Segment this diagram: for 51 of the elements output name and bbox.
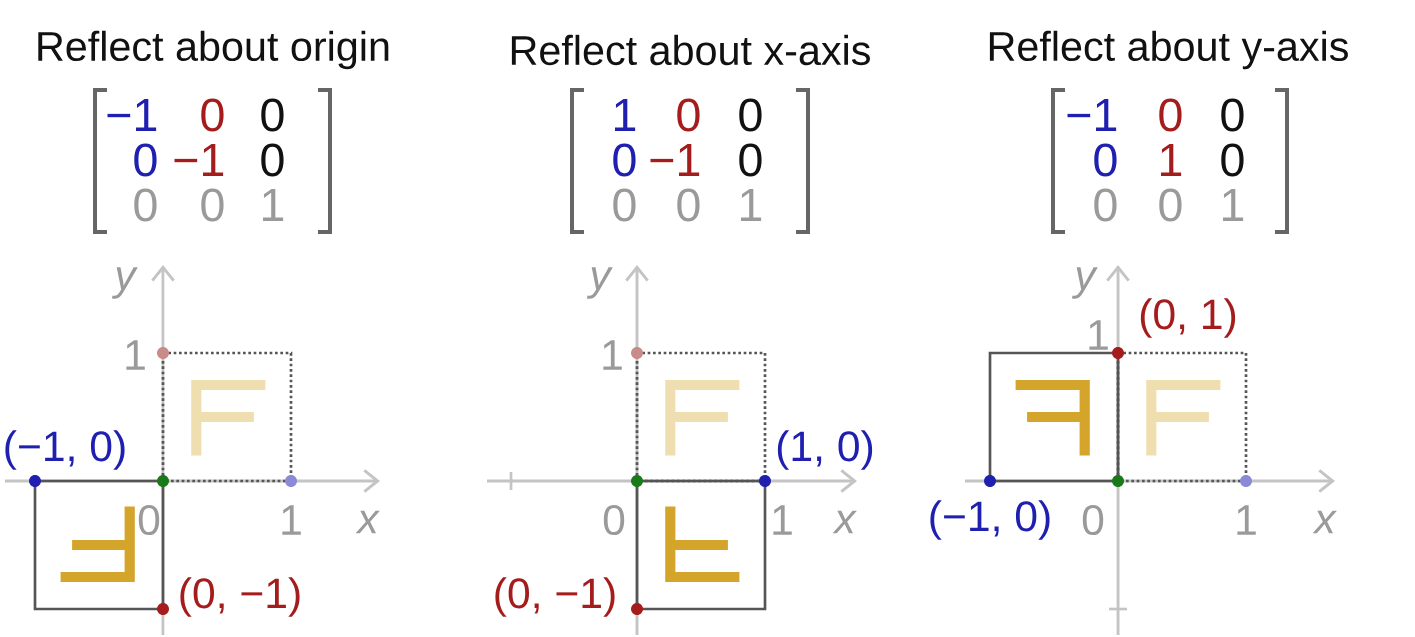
matrix-entry: 0 — [677, 188, 700, 222]
matrix-entry: 0 — [1221, 98, 1244, 132]
matrix-entry: 0 — [134, 188, 157, 222]
panel-title: Reflect about y-axis — [989, 30, 1348, 70]
panel-title: Reflect about x-axis — [511, 34, 870, 66]
matrix-entry: 0 — [677, 98, 700, 132]
matrix-entry: 1 — [1161, 143, 1182, 177]
matrix-entry: 1 — [263, 188, 284, 222]
matrix-entry: 0 — [613, 143, 636, 177]
tick-label: 1 — [1089, 320, 1108, 350]
tick-label: 1 — [282, 505, 301, 535]
tick-label: 1 — [603, 340, 622, 370]
matrix-entry: 1 — [1223, 188, 1244, 222]
matrix-entry: −1 — [1067, 98, 1117, 132]
point-label: (0, −1) — [180, 577, 300, 617]
tick-label: 0 — [1082, 504, 1104, 536]
matrix-entry: 0 — [739, 98, 762, 132]
point-label: (0, 1) — [1140, 298, 1236, 338]
matrix-entry: 0 — [201, 98, 224, 132]
matrix-entry: 1 — [741, 188, 762, 222]
tick-label: 0 — [138, 504, 160, 536]
axis-label: y — [111, 267, 138, 299]
matrix-entry: −1 — [174, 143, 224, 177]
tick-label: 1 — [1237, 505, 1256, 535]
axis-label: y — [586, 267, 613, 299]
point-label: (0, −1) — [495, 577, 615, 617]
matrix-entry: 0 — [261, 143, 284, 177]
point-label: (−1, 0) — [5, 430, 125, 470]
matrix-entry: 0 — [134, 143, 157, 177]
point-label: (−1, 0) — [930, 500, 1050, 540]
matrix-entry: 0 — [1159, 98, 1182, 132]
matrix-entry: 0 — [613, 188, 636, 222]
matrix-entry: 0 — [1094, 188, 1117, 222]
matrix-entry: 1 — [615, 98, 636, 132]
axis-label: x — [355, 510, 380, 534]
tick-label: 0 — [603, 504, 625, 536]
tick-label: 1 — [773, 505, 792, 535]
matrix-entry: 0 — [739, 143, 762, 177]
tick-label: 1 — [126, 340, 145, 370]
matrix-entry: 0 — [201, 188, 224, 222]
point-label: (1, 0) — [777, 430, 873, 470]
axis-label: x — [832, 510, 857, 534]
matrix-entry: 0 — [1159, 188, 1182, 222]
axis-label: y — [1071, 267, 1098, 299]
matrix-entry: 0 — [261, 98, 284, 132]
matrix-entry: 0 — [1221, 143, 1244, 177]
axis-label: x — [1312, 510, 1337, 534]
matrix-entry: −1 — [107, 98, 157, 132]
matrix-entry: −1 — [650, 143, 700, 177]
panel-title: Reflect about origin — [38, 30, 389, 70]
matrix-entry: 0 — [1094, 143, 1117, 177]
